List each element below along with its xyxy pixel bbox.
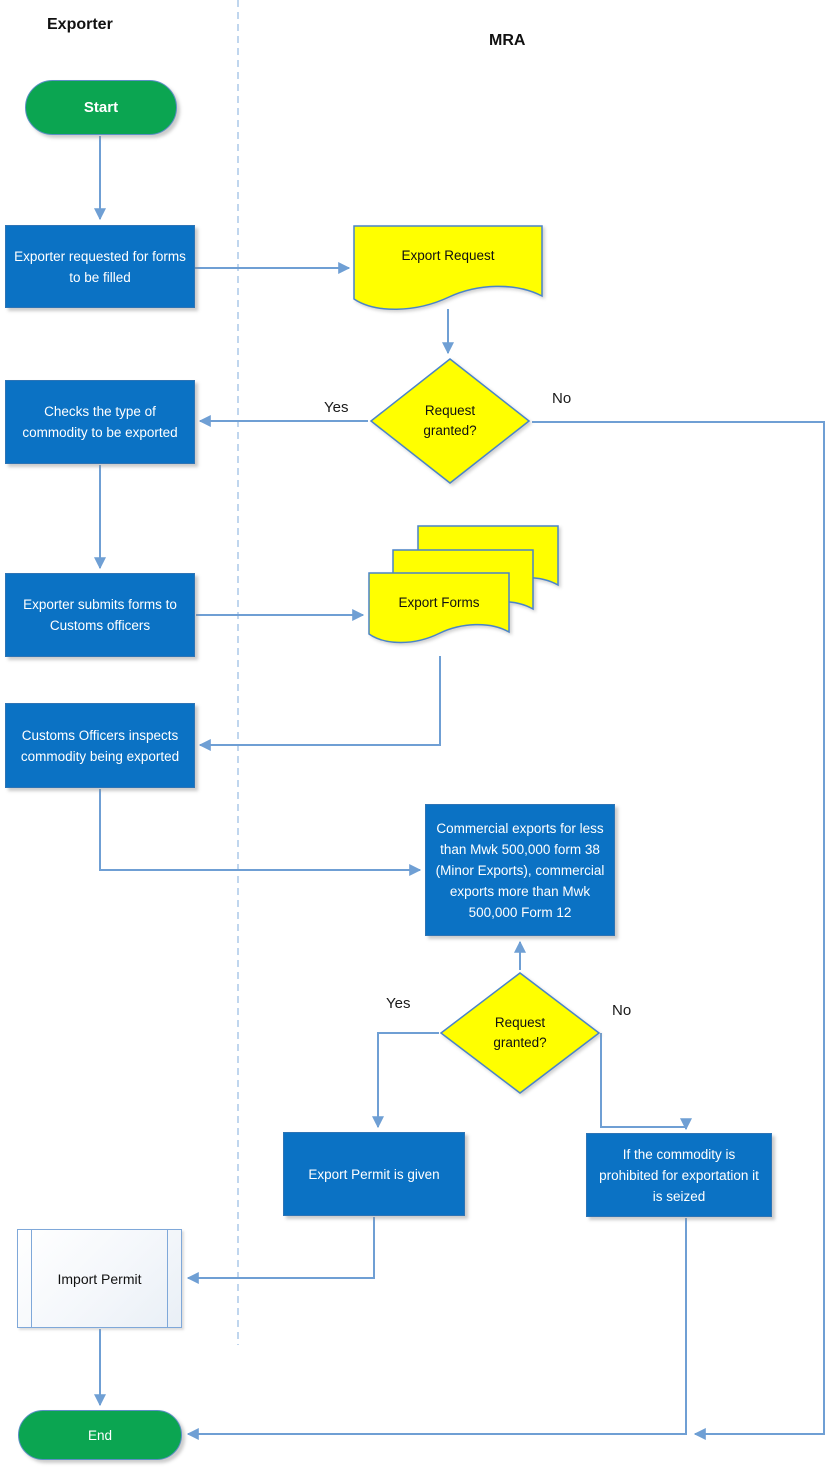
process-request-forms: Exporter requested for forms to be fille… (5, 225, 195, 308)
decision1-yes-label: Yes (324, 399, 349, 416)
connector-seized-to-end (186, 1218, 687, 1440)
process-seized-label: If the commodity is prohibited for expor… (599, 1146, 759, 1204)
decision1-no-label: No (552, 390, 572, 407)
process-seized: If the commodity is prohibited for expor… (586, 1133, 772, 1217)
decision2-no-label: No (612, 1002, 632, 1019)
decision2-yes-label: Yes (386, 995, 411, 1012)
multidocument-export-forms (368, 525, 559, 644)
process-commercial-forms-label: Commercial exports for less than Mwk 500… (435, 820, 605, 920)
start-label: Start (83, 99, 119, 116)
predefined-right-bar (167, 1230, 168, 1327)
process-checks-type: Checks the type of commodity to be expor… (5, 380, 195, 464)
lane-title-mra: MRA (489, 32, 526, 49)
connector-decision1-no (532, 421, 825, 1440)
process-checks-type-label: Checks the type of commodity to be expor… (22, 404, 178, 440)
process-customs-inspect: Customs Officers inspects commodity bein… (5, 703, 195, 788)
decision2-diamond (439, 972, 601, 1094)
end-label: End (87, 1427, 113, 1443)
decision1-diamond (369, 358, 531, 484)
connector-inspect-to-commercial (99, 789, 422, 876)
connector-permit-to-importpermit (186, 1217, 375, 1284)
process-permit-given: Export Permit is given (283, 1132, 465, 1216)
process-permit-given-label: Export Permit is given (308, 1166, 440, 1182)
predefined-import-permit-label: Import Permit (57, 1270, 142, 1287)
end-terminator: End (18, 1410, 182, 1460)
process-customs-inspect-label: Customs Officers inspects commodity bein… (20, 727, 180, 764)
document-export-request (353, 225, 543, 310)
process-submits-forms-label: Exporter submits forms to Customs office… (23, 597, 177, 633)
connector-exportforms-to-inspect (198, 656, 441, 751)
process-request-forms-label: Exporter requested for forms to be fille… (14, 248, 186, 285)
connector-decision2-no (600, 1033, 692, 1131)
predefined-left-bar (31, 1230, 32, 1327)
process-commercial-forms: Commercial exports for less than Mwk 500… (425, 804, 615, 936)
process-submits-forms: Exporter submits forms to Customs office… (5, 573, 195, 657)
start-terminator: Start (25, 80, 177, 135)
predefined-import-permit: Import Permit (17, 1229, 182, 1328)
lane-title-exporter: Exporter (47, 16, 113, 33)
connector-decision2-yes (372, 1032, 439, 1129)
